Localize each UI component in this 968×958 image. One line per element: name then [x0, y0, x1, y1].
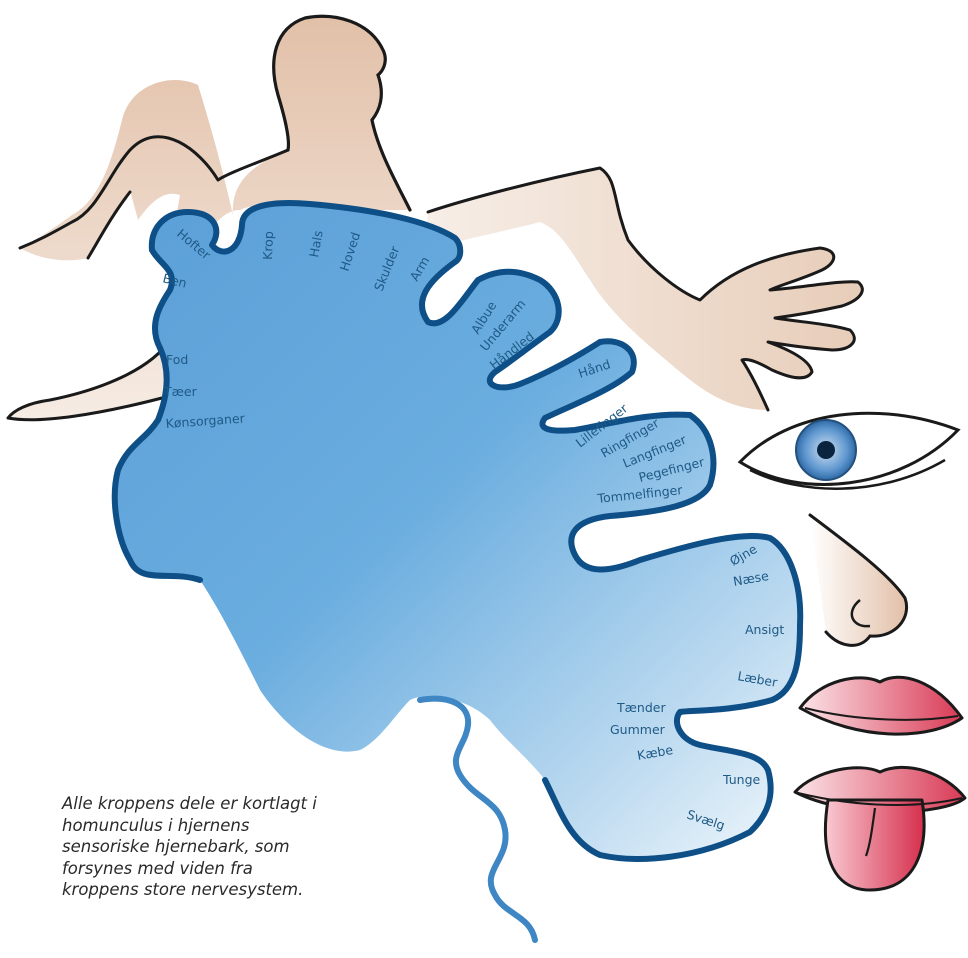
nose-icon	[810, 515, 907, 645]
label-taender: Tænder	[616, 700, 666, 715]
lips-icon	[800, 677, 962, 734]
label-taeer: Tæer	[163, 384, 198, 399]
label-krop: Krop	[260, 231, 276, 260]
label-ansigt: Ansigt	[745, 622, 784, 637]
label-fod: Fod	[166, 352, 188, 367]
label-tunge: Tunge	[722, 772, 761, 787]
caption: Alle kroppens dele er kortlagt i homuncu…	[62, 793, 322, 901]
label-gummer: Gummer	[610, 722, 666, 737]
eye-pupil-icon	[817, 441, 835, 459]
